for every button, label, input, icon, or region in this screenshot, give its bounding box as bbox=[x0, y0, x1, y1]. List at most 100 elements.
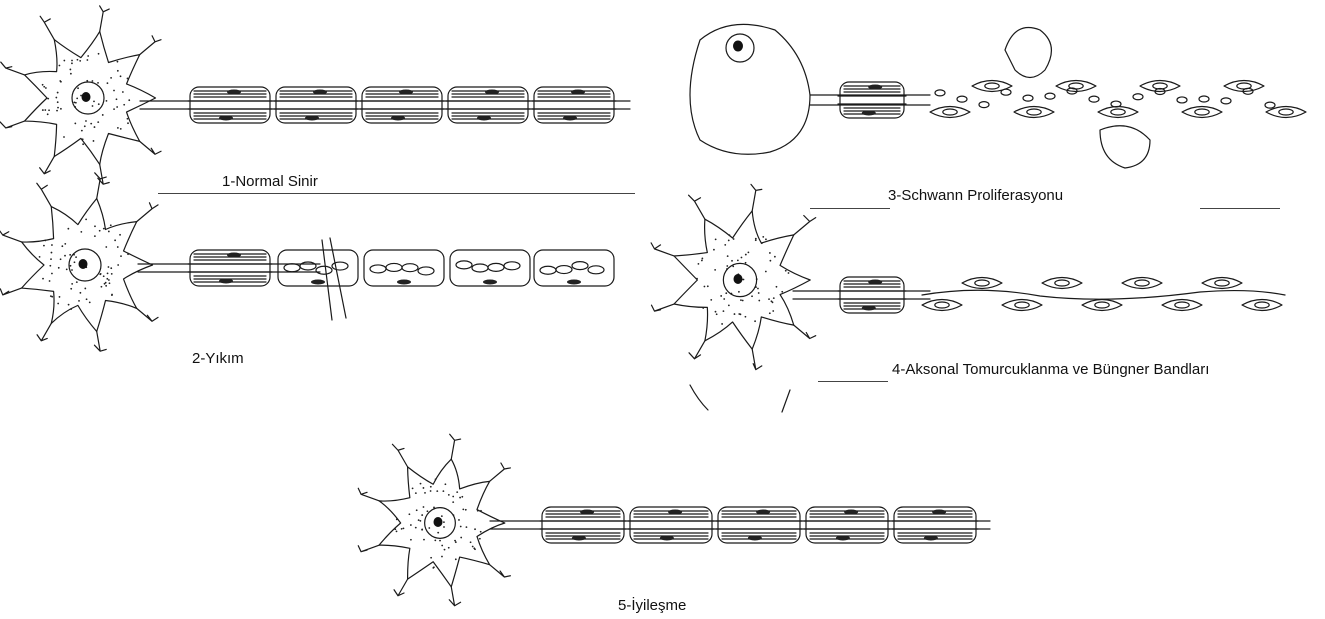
nissl-granule bbox=[117, 61, 119, 63]
nissl-granule bbox=[128, 99, 130, 101]
nissl-granule bbox=[92, 80, 94, 82]
nucleolus bbox=[434, 517, 443, 527]
myelin-layer bbox=[366, 97, 438, 113]
nissl-granule bbox=[78, 300, 80, 302]
nissl-granule bbox=[64, 255, 66, 257]
nissl-granule bbox=[757, 288, 759, 290]
nissl-granule bbox=[726, 265, 728, 267]
dendrite bbox=[37, 323, 51, 340]
schwann-nucleus bbox=[1055, 280, 1069, 286]
regenerating-sprout bbox=[922, 290, 1285, 299]
nissl-granule bbox=[427, 510, 429, 512]
myelin-ovoid bbox=[488, 263, 504, 271]
nissl-granule bbox=[94, 235, 96, 237]
debris bbox=[1045, 93, 1055, 99]
nissl-granule bbox=[81, 130, 83, 132]
nissl-granule bbox=[77, 87, 79, 89]
nissl-granule bbox=[474, 528, 476, 530]
nissl-granule bbox=[39, 256, 41, 258]
nissl-granule bbox=[723, 298, 725, 300]
nissl-granule bbox=[472, 546, 474, 548]
nissl-granule bbox=[108, 279, 110, 281]
nissl-granule bbox=[439, 540, 441, 542]
nissl-granule bbox=[71, 269, 73, 271]
caption-degeneration: 2-Yıkım bbox=[192, 350, 244, 367]
nissl-granule bbox=[98, 103, 100, 105]
nissl-granule bbox=[79, 292, 81, 294]
chromatolytic-soma bbox=[690, 24, 810, 154]
schwann-nucleus bbox=[862, 111, 876, 116]
nissl-granule bbox=[111, 294, 113, 296]
nissl-granule bbox=[116, 98, 118, 100]
nissl-granule bbox=[788, 272, 790, 274]
nissl-granule bbox=[50, 258, 52, 260]
myelin-ovoid bbox=[370, 265, 386, 273]
nissl-granule bbox=[82, 138, 84, 140]
schwann-nucleus bbox=[756, 510, 770, 515]
nissl-granule bbox=[437, 532, 439, 534]
healing-drawing bbox=[360, 455, 1000, 619]
nissl-granule bbox=[107, 273, 109, 275]
nissl-granule bbox=[698, 263, 700, 265]
axon bbox=[628, 521, 714, 529]
nissl-granule bbox=[420, 483, 422, 485]
nissl-granule bbox=[416, 509, 418, 511]
schwann-nucleus bbox=[1111, 109, 1125, 115]
schwann-nucleus bbox=[227, 253, 241, 258]
nissl-granule bbox=[48, 109, 50, 111]
nissl-granule bbox=[765, 271, 767, 273]
nucleolus bbox=[734, 274, 743, 284]
schwann-nucleus bbox=[313, 90, 327, 95]
nissl-granule bbox=[474, 548, 476, 550]
myelin-layer bbox=[634, 511, 708, 539]
nissl-granule bbox=[714, 269, 716, 271]
nissl-granule bbox=[71, 283, 73, 285]
axon bbox=[716, 521, 802, 529]
dendrite bbox=[689, 341, 705, 359]
schwann-nucleus bbox=[477, 116, 491, 121]
nissl-granule bbox=[42, 84, 44, 86]
nissl-granule bbox=[423, 487, 425, 489]
nissl-granule bbox=[729, 234, 731, 236]
myelin-ovoid bbox=[316, 266, 332, 274]
nissl-granule bbox=[740, 299, 742, 301]
nissl-granule bbox=[781, 291, 783, 293]
nissl-granule bbox=[70, 73, 72, 75]
nissl-granule bbox=[765, 238, 767, 240]
nissl-granule bbox=[428, 527, 430, 529]
schwann-nucleus bbox=[227, 90, 241, 95]
schwann-nucleus bbox=[580, 510, 594, 515]
myelin-layer bbox=[546, 517, 620, 533]
macrophage bbox=[1100, 126, 1150, 168]
myelin-layer bbox=[844, 287, 900, 303]
debris bbox=[979, 102, 989, 108]
myelin-ovoid bbox=[284, 264, 300, 272]
schwann-nucleus bbox=[668, 510, 682, 515]
panel-schwann-proliferation: 3-Schwann Proliferasyonu bbox=[660, 0, 1325, 215]
nissl-granule bbox=[84, 125, 86, 127]
myelin-layer bbox=[898, 511, 972, 539]
nissl-granule bbox=[452, 501, 454, 503]
nissl-granule bbox=[92, 105, 94, 107]
axon bbox=[188, 264, 272, 272]
myelin-layer bbox=[844, 281, 900, 309]
debris bbox=[935, 90, 945, 96]
myelin-layer bbox=[810, 517, 884, 533]
debris bbox=[1023, 95, 1033, 101]
myelin-layer bbox=[538, 97, 610, 113]
nissl-granule bbox=[444, 549, 446, 551]
nissl-granule bbox=[455, 558, 457, 560]
dendrite bbox=[1, 62, 25, 75]
nissl-granule bbox=[477, 510, 479, 512]
nissl-granule bbox=[47, 113, 49, 115]
nissl-granule bbox=[76, 98, 78, 100]
myelin-ovoid bbox=[386, 263, 402, 271]
nissl-granule bbox=[106, 100, 108, 102]
nissl-granule bbox=[57, 101, 59, 103]
schwann-nucleus bbox=[844, 510, 858, 515]
nissl-granule bbox=[745, 262, 747, 264]
nissl-granule bbox=[56, 110, 58, 112]
nissl-granule bbox=[68, 304, 70, 306]
nissl-granule bbox=[108, 266, 110, 268]
axon bbox=[274, 101, 358, 109]
